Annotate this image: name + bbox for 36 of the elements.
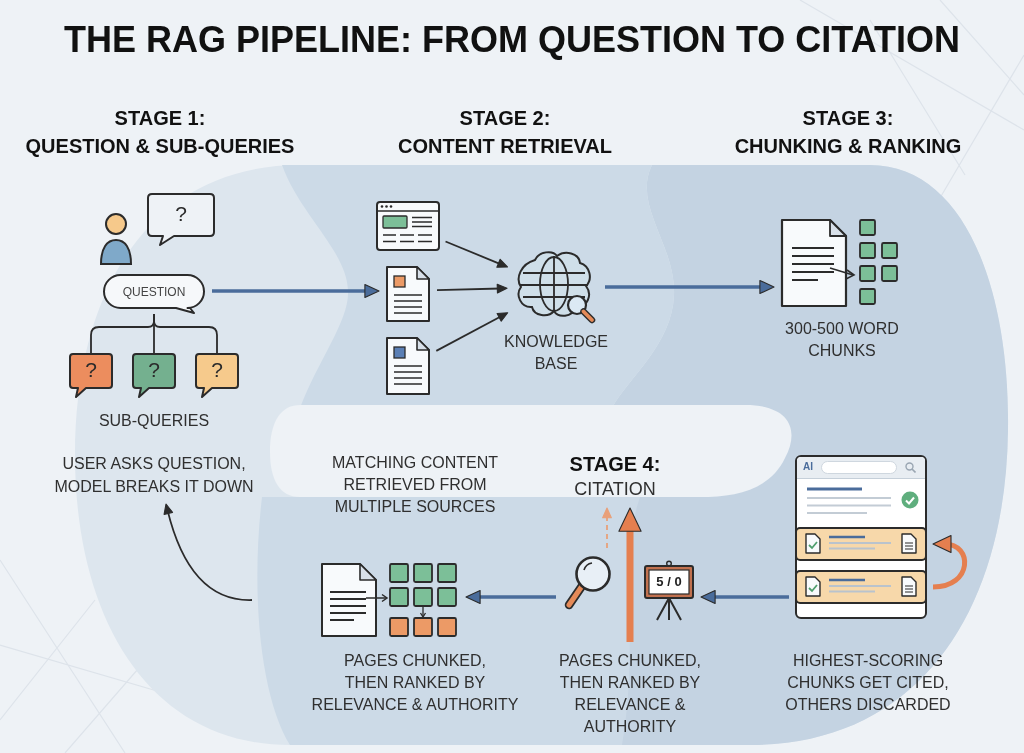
stage-heading: STAGE 3: CHUNKING & RANKING [734,106,962,159]
dashed-arrow [602,507,612,549]
web-page-icon [376,201,440,251]
document-icon [385,265,431,323]
caption-text: PAGES CHUNKED, THEN RANKED BY RELEVANCE & AUTHORITY [559,651,701,737]
caption-text: MATCHING CONTENT RETRIEVED FROM MULTIPLE SOURCES [332,453,498,517]
arrow [436,283,508,294]
arrow [605,279,775,295]
speech-bubble: ? [194,352,240,398]
curved-arrow [163,503,253,601]
stage-heading: STAGE 2: CONTENT RETRIEVAL [397,106,613,159]
diagram-title: THE RAG PIPELINE: FROM QUESTION TO CITATION [64,18,960,62]
arrow [435,312,509,352]
arrow [444,240,508,268]
speech-bubble: ? [131,352,177,398]
speech-bubble: ? [68,352,114,398]
result-card [795,527,927,561]
caption-text: PAGES CHUNKED, THEN RANKED BY RELEVANCE & AUTHORITY [311,651,519,715]
connector-line [153,313,218,354]
stage-heading: STAGE 4: CITATION [565,452,665,502]
search-results-panel [795,455,927,619]
caption-text: KNOWLEDGE BASE [504,332,608,374]
result-card [795,570,927,604]
stage-heading: STAGE 1: QUESTION & SUB-QUERIES [25,106,295,159]
caption-text: SUB-QUERIES [98,411,210,431]
caption-text: 300-500 WORD CHUNKS [785,319,899,361]
description-text: USER ASKS QUESTION, MODEL BREAKS IT DOWN [52,452,256,498]
arrow [700,589,789,605]
document-grid-icon [320,562,460,638]
speech-bubble: QUESTION [102,274,206,314]
caption-text: HIGHEST-SCORING CHUNKS GET CITED, OTHERS DISCARDED [785,651,951,715]
arrow [465,589,556,605]
curved-arrow [932,535,967,590]
ai-label: AI [803,461,813,473]
arrow [212,283,380,299]
document-icon [385,336,431,396]
